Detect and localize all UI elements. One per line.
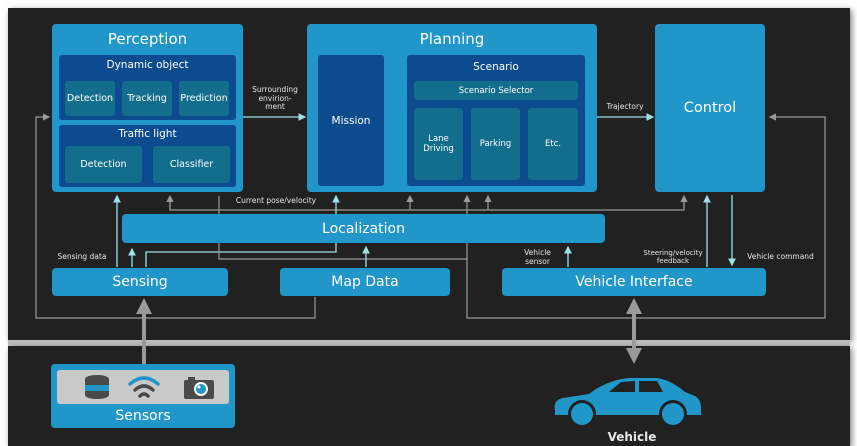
label-sensing-data: Sensing data	[57, 252, 107, 261]
scenario-title: Scenario	[473, 61, 519, 73]
sensors-icon-tray	[57, 370, 229, 404]
dynamic-object-title: Dynamic object	[106, 59, 189, 71]
scenario-etc[interactable]: Etc.	[528, 108, 578, 180]
label-steering-feedback: Steering/velocity feedback	[643, 249, 703, 266]
sensing-module[interactable]: Sensing	[52, 268, 228, 296]
perception-module[interactable]: Perception Dynamic object Detection Trac…	[52, 24, 243, 192]
dynamic-tracking[interactable]: Tracking	[122, 81, 172, 116]
scenario-group: Scenario Scenario Selector Lane Driving …	[407, 55, 585, 186]
dynamic-prediction[interactable]: Prediction	[179, 81, 229, 116]
traffic-light-title: Traffic light	[118, 128, 177, 140]
perception-title: Perception	[107, 30, 188, 48]
camera-icon	[184, 377, 214, 399]
localization-module[interactable]: Localization	[122, 214, 605, 243]
map-data-module[interactable]: Map Data	[280, 268, 450, 296]
label-trajectory: Trajectory	[606, 102, 644, 111]
label-vehicle-sensor: Vehicle sensor	[524, 248, 551, 266]
mission-block[interactable]: Mission	[318, 55, 384, 186]
label-surrounding-environment: Surrounding envirion- ment	[252, 85, 298, 112]
control-module[interactable]: Control	[655, 24, 765, 192]
vehicle-car-icon[interactable]	[549, 370, 709, 430]
traffic-light-group: Traffic light Detection Classifier	[59, 125, 236, 187]
traffic-light-classifier[interactable]: Classifier	[153, 146, 230, 183]
wifi-icon	[128, 376, 160, 398]
sensors-block[interactable]: Sensors	[51, 364, 235, 428]
dynamic-object-group: Dynamic object Detection Tracking Predic…	[59, 55, 236, 120]
hardware-separator	[8, 340, 850, 346]
vehicle-title: Vehicle	[607, 430, 657, 444]
scenario-selector[interactable]: Scenario Selector	[414, 81, 578, 100]
label-current-pose: Current pose/velocity	[235, 196, 317, 205]
database-icon	[85, 375, 109, 399]
scenario-lane-driving[interactable]: Lane Driving	[414, 108, 463, 180]
label-vehicle-command: Vehicle command	[747, 252, 814, 261]
dynamic-detection[interactable]: Detection	[65, 81, 115, 116]
planning-module[interactable]: Planning Mission Scenario Scenario Selec…	[307, 24, 597, 192]
planning-title: Planning	[419, 30, 485, 48]
traffic-light-detection[interactable]: Detection	[65, 146, 142, 183]
scenario-parking[interactable]: Parking	[471, 108, 520, 180]
sensors-title: Sensors	[115, 408, 171, 424]
vehicle-interface-module[interactable]: Vehicle Interface	[502, 268, 766, 296]
